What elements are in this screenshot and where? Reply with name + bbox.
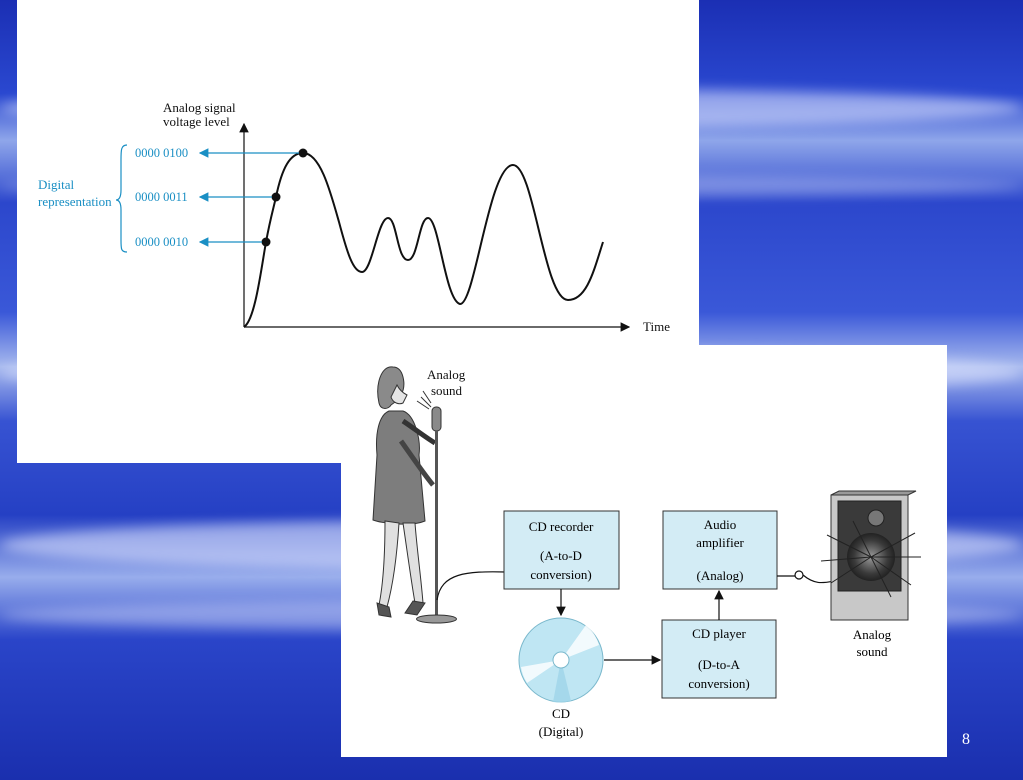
cd-disc	[518, 617, 604, 703]
digital-label-line1: Digital	[38, 177, 74, 192]
brace	[115, 144, 128, 253]
binary-code: 0000 0011	[135, 190, 188, 204]
digital-label-line2: representation	[38, 194, 112, 209]
svg-text:Audio: Audio	[704, 517, 737, 532]
svg-text:(Analog): (Analog)	[697, 568, 744, 583]
svg-text:conversion): conversion)	[530, 567, 591, 582]
speaker-sound-label-line2: sound	[856, 644, 888, 659]
speaker-cable	[802, 574, 836, 584]
svg-text:conversion): conversion)	[688, 676, 749, 691]
singer-sound-label-line2: sound	[431, 383, 463, 398]
cd-player-box: CD player (D-to-A conversion)	[661, 619, 777, 699]
speaker	[820, 490, 921, 621]
sample-point	[261, 237, 271, 247]
binary-code: 0000 0100	[135, 146, 188, 160]
x-axis-label: Time	[643, 319, 670, 334]
mic-cable	[436, 571, 507, 601]
singer-sound-label-line1: Analog	[427, 367, 466, 382]
signal-chart: Analog signal voltage level Time 0000 01…	[38, 100, 670, 334]
svg-text:CD player: CD player	[692, 626, 746, 641]
cd-diagram-panel: Analog sound CD recorder (A-to-D convers…	[341, 345, 947, 757]
cd-diagram: Analog sound CD recorder (A-to-D convers…	[372, 366, 921, 739]
slide-number: 8	[962, 731, 970, 748]
analog-waveform	[243, 151, 604, 328]
y-axis-label-line1: Analog signal	[163, 100, 236, 115]
speaker-sound-label-line1: Analog	[853, 627, 892, 642]
cd-label-line1: CD	[552, 706, 570, 721]
svg-text:(D-to-A: (D-to-A	[698, 657, 740, 672]
y-axis-label-line2: voltage level	[163, 114, 230, 129]
speaker-jack	[794, 570, 804, 580]
sample-point	[271, 192, 281, 202]
svg-text:(A-to-D: (A-to-D	[540, 548, 582, 563]
singer-illustration	[372, 366, 437, 618]
svg-text:CD recorder: CD recorder	[529, 519, 594, 534]
cd-recorder-box: CD recorder (A-to-D conversion)	[503, 510, 620, 590]
sample-point	[298, 148, 308, 158]
audio-amplifier-box: Audio amplifier (Analog)	[662, 510, 778, 590]
binary-code: 0000 0010	[135, 235, 188, 249]
svg-text:amplifier: amplifier	[696, 535, 744, 550]
cd-label-line2: (Digital)	[539, 724, 584, 739]
microphone	[416, 390, 457, 624]
